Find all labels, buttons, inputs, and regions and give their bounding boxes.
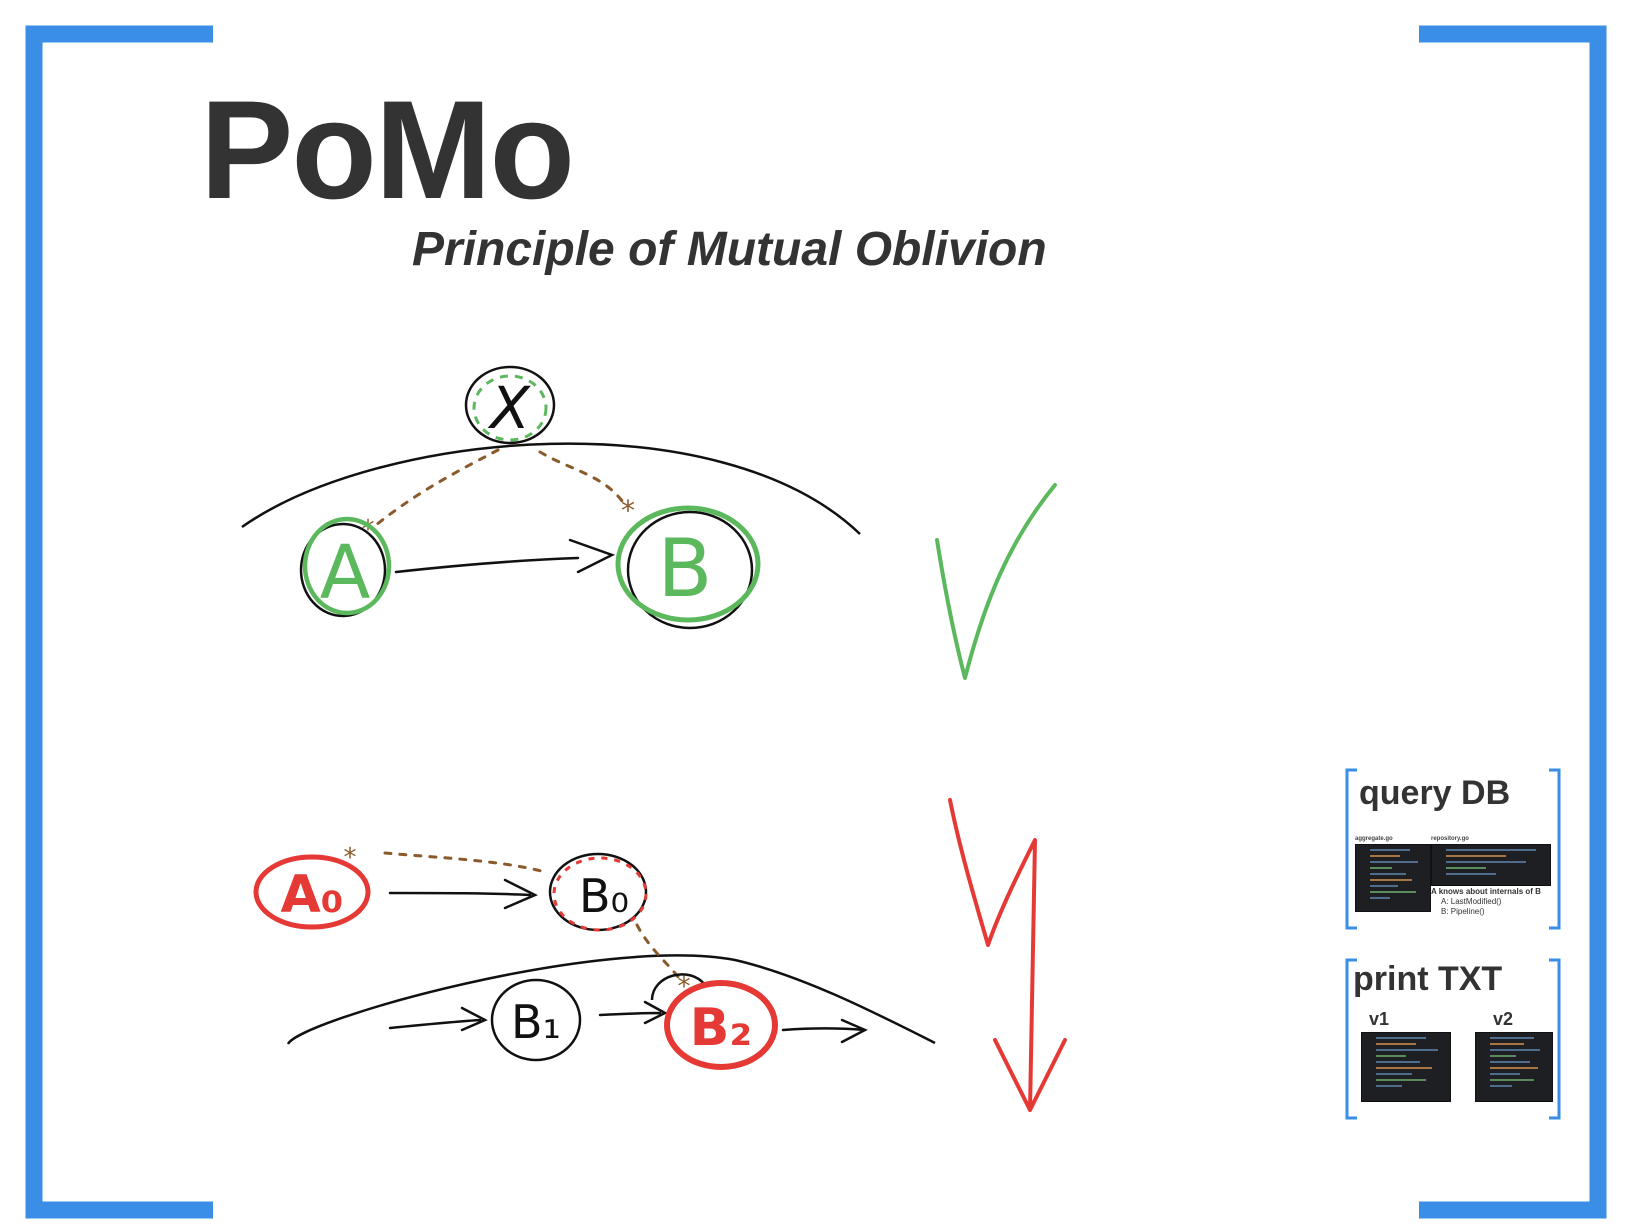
node-b-label: B (658, 522, 713, 615)
dependency-star-b: * (621, 494, 635, 527)
node-b1: B₁ (490, 978, 582, 1062)
thumbnail-query-db[interactable]: query DB aggregate.go repository.go A kn… (1345, 768, 1561, 930)
arrow-a-to-b (394, 538, 616, 574)
dependency-a0-to-b0 (383, 851, 547, 874)
node-a: A (299, 516, 392, 618)
node-b: B (615, 505, 761, 630)
boundary-arc-top (241, 442, 861, 535)
diagram-good: * * X A B (241, 365, 1057, 680)
thumbnail-print-txt[interactable]: print TXT v1 v2 (1345, 958, 1561, 1120)
thumbnail-title: query DB (1359, 774, 1511, 812)
node-x-label: X (487, 374, 531, 442)
dependency-x-to-a (374, 448, 500, 527)
node-b2-label: B₂ (690, 998, 752, 1058)
note-item: A: LastModified() (1441, 897, 1502, 906)
page-subtitle: Principle of Mutual Oblivion (412, 223, 1047, 276)
note-title: A knows about internals of B (1431, 887, 1541, 896)
code-screenshot (1431, 844, 1551, 886)
node-b1-label: B₁ (511, 995, 561, 1049)
version-label: v1 (1369, 1009, 1390, 1029)
arrow-out-of-b2 (781, 1018, 868, 1044)
frame-bracket-left (25, 25, 213, 1219)
node-a0: A₀ (253, 854, 371, 930)
thumbnail-frame (1345, 958, 1561, 1120)
check-mark-icon (935, 483, 1057, 680)
frame-bracket-right (1419, 25, 1607, 1219)
version-label: v2 (1493, 1009, 1514, 1029)
code-file-label: aggregate.go (1355, 836, 1393, 842)
node-b0: B₀ (548, 852, 648, 932)
code-screenshot (1361, 1032, 1451, 1102)
note-item: B: Pipeline() (1441, 907, 1485, 916)
code-file-label: repository.go (1431, 836, 1469, 842)
node-a0-label: A₀ (280, 865, 343, 925)
node-a-label: A (320, 530, 371, 616)
thumbnail-frame (1345, 768, 1561, 930)
dependency-b0-to-b2 (635, 923, 684, 984)
arrow-a0-to-b0 (388, 878, 538, 910)
page-title: PoMo (200, 71, 575, 228)
diagram-bad: * * A₀ B₀ B₁ B₂ (253, 798, 1067, 1112)
arrow-into-b1 (388, 1006, 488, 1032)
node-x: X (464, 365, 556, 445)
node-b0-label: B₀ (579, 869, 629, 923)
dependency-x-to-b (538, 450, 627, 507)
boundary-arc-bottom (286, 954, 936, 1045)
thumbnail-title: print TXT (1353, 960, 1503, 998)
code-screenshot (1475, 1032, 1553, 1102)
lightning-arrow-icon (948, 798, 1067, 1112)
node-b2: B₂ (650, 973, 778, 1070)
arrow-b1-to-b2 (598, 1000, 668, 1025)
code-screenshot (1355, 844, 1431, 912)
